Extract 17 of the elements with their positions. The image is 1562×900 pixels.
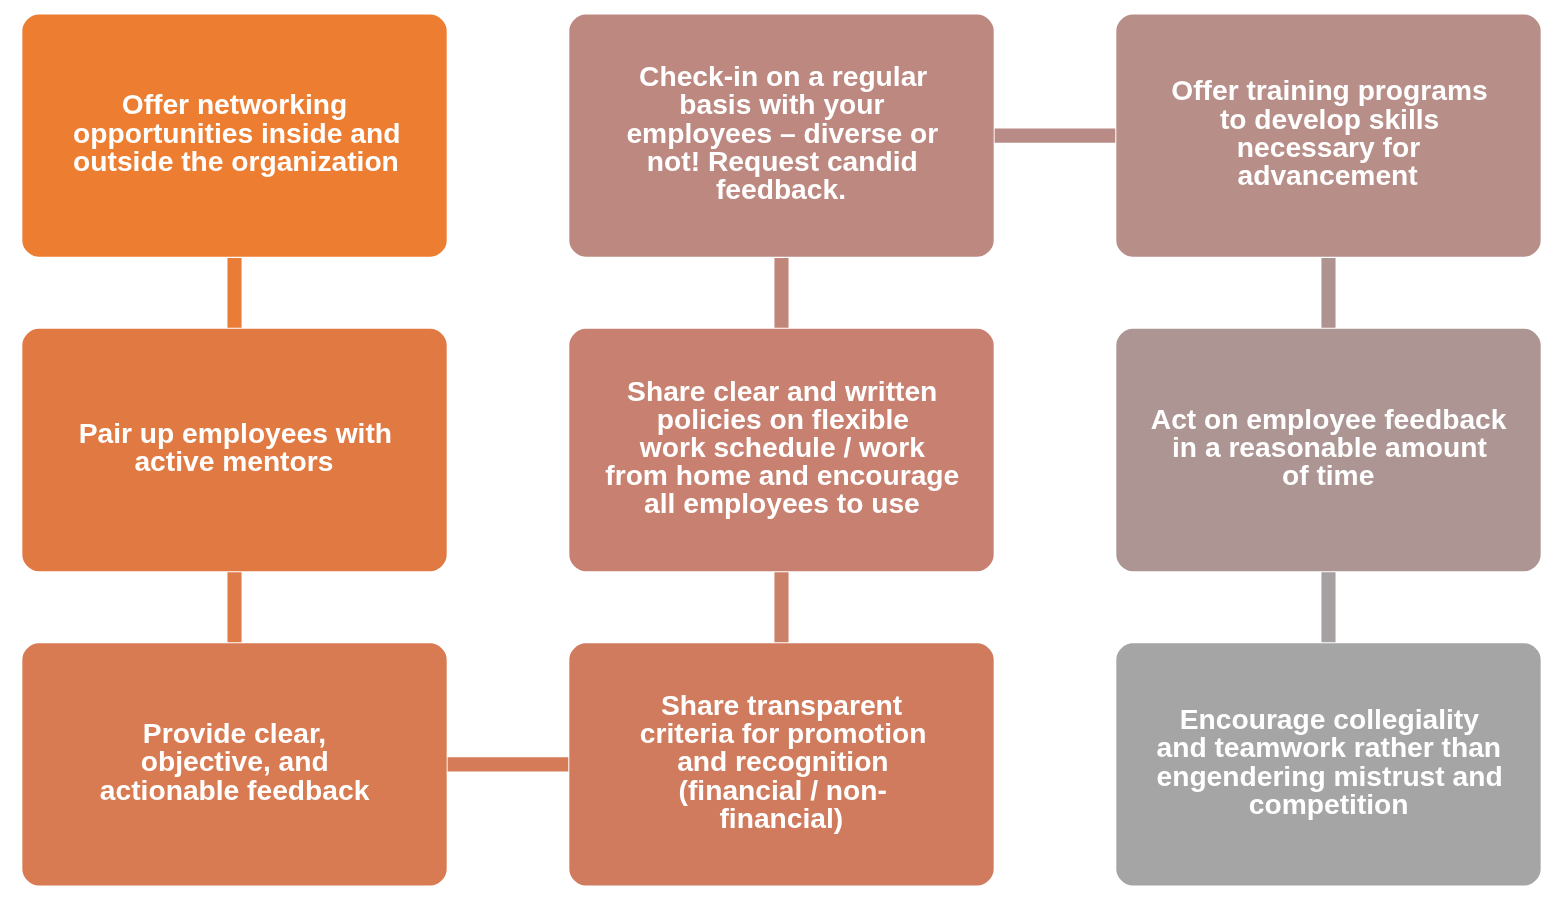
connector [447, 757, 568, 772]
connector [773, 257, 789, 328]
node-box: Provide clear, objective, and actionable feedback [20, 641, 448, 888]
node-box: Share transparent criteria for promotion and recognition (financial / non-financial) [567, 641, 995, 888]
node-box: Pair up employees with active mentors [20, 327, 448, 573]
connector [226, 257, 242, 328]
node-box: Act on employee feedback in a reasonable amount of time [1114, 327, 1542, 573]
connector [994, 128, 1115, 143]
node-box: Offer networking opportunities inside and outside the organization [20, 12, 448, 259]
connector [1320, 572, 1336, 643]
node-box: Check-in on a regular basis with your employees – diverse or not! Request candid feedback. [567, 12, 995, 259]
connector [1320, 257, 1336, 328]
node-box: Encourage collegiality and teamwork rather than engendering mistrust and competition [1114, 641, 1542, 888]
node-box: Share clear and written policies on flexible work schedule / work from home and encourage all employees to use [567, 327, 995, 573]
connector [773, 572, 789, 643]
connector [226, 572, 242, 643]
node-box: Offer training programs to develop skills necessary for advancement [1114, 12, 1542, 259]
